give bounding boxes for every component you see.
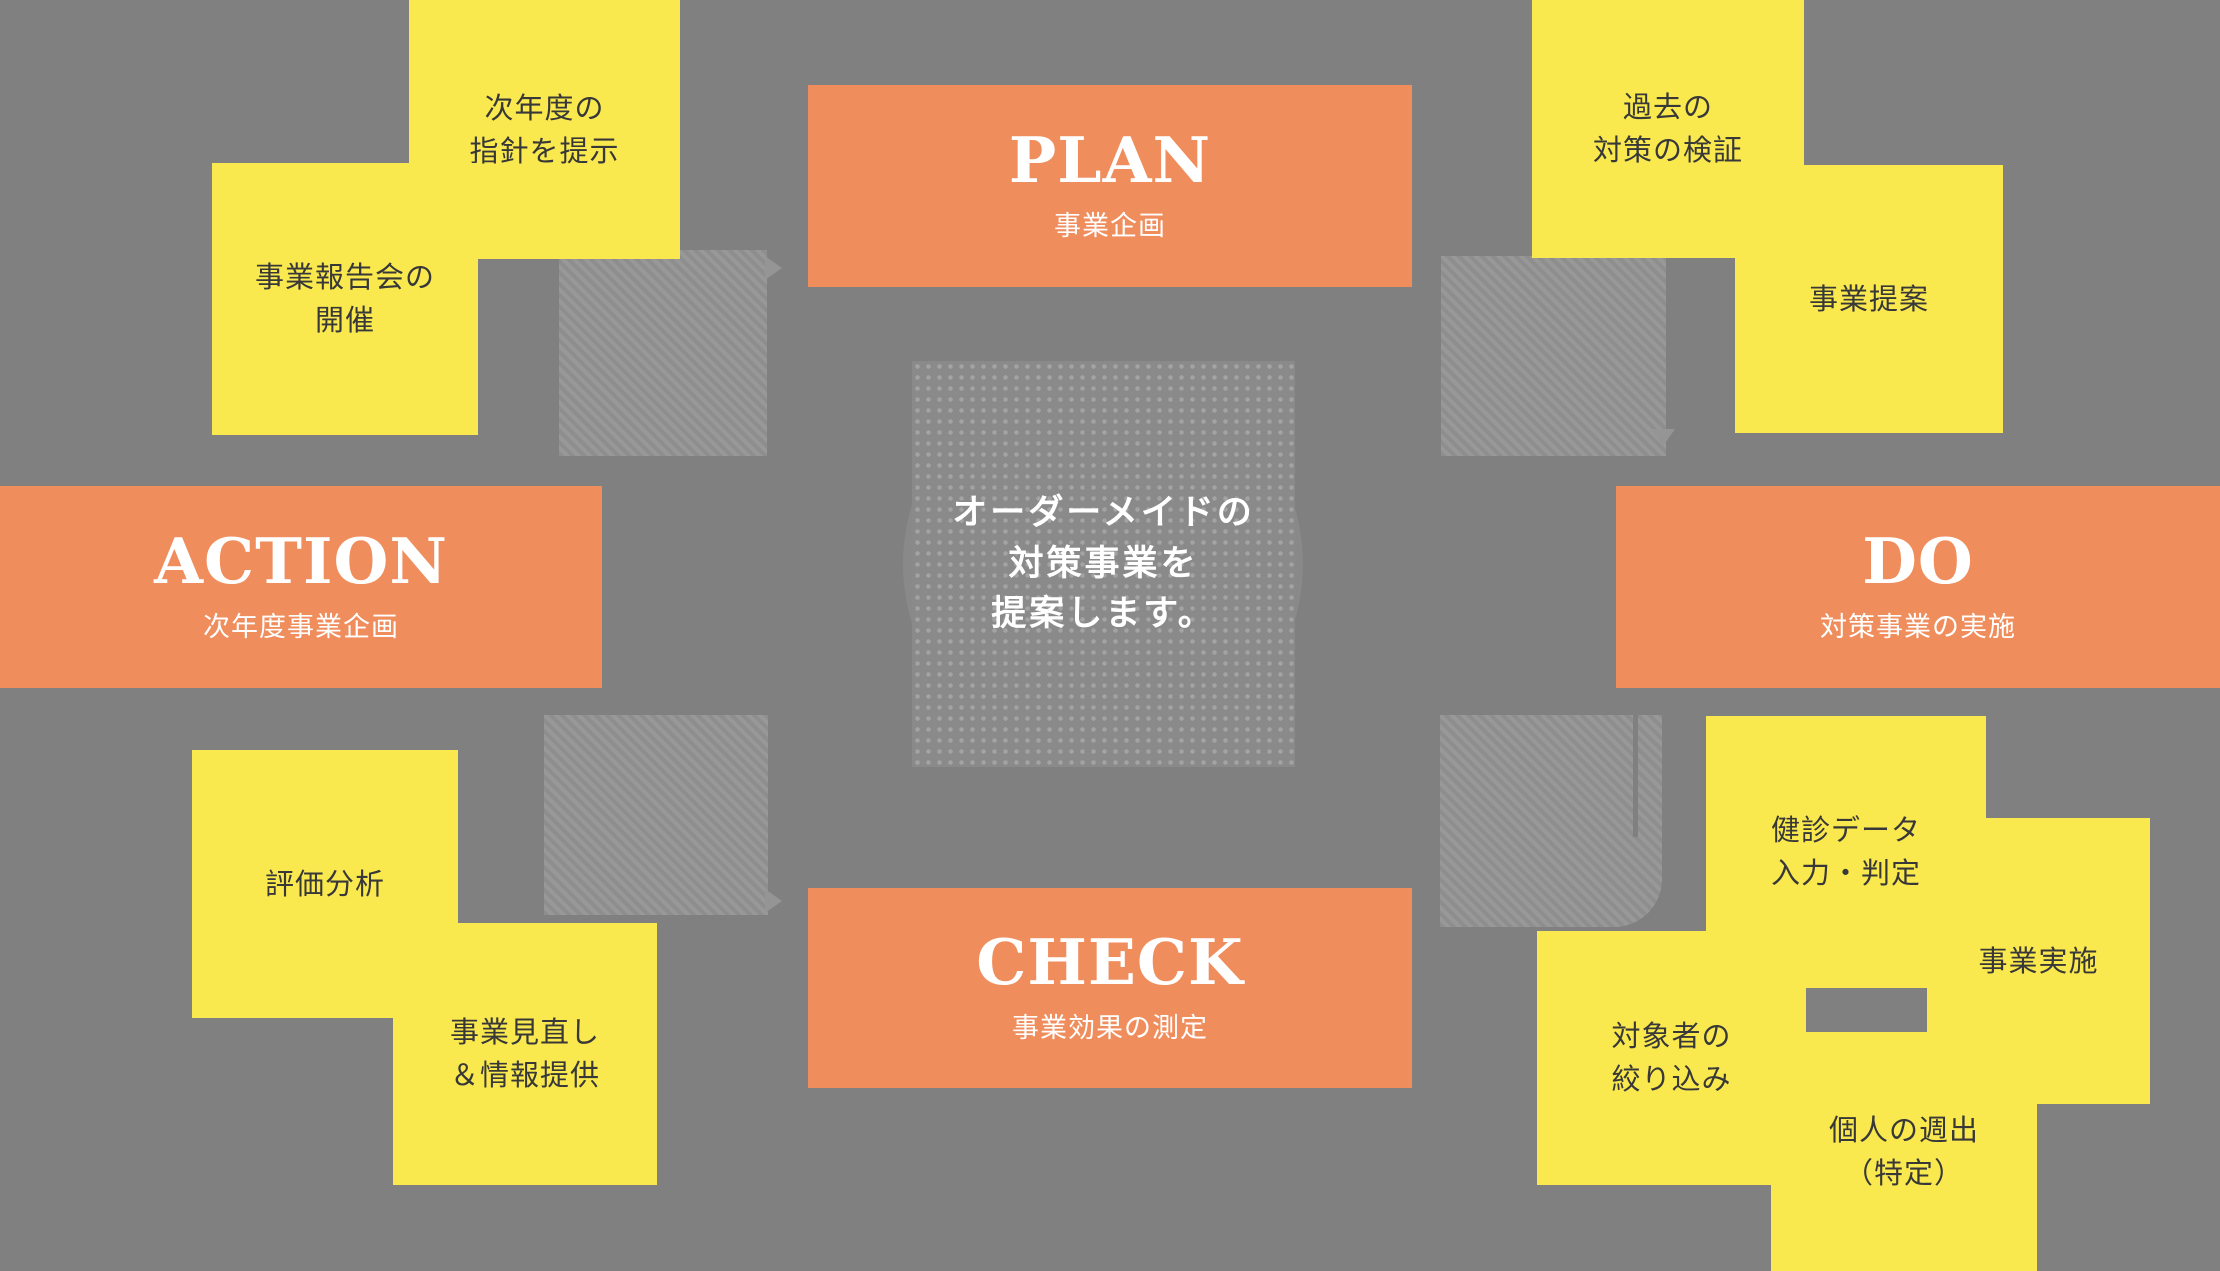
center-message-line: オーダーメイドの [952,492,1255,533]
note-line: 事業実施 [1978,943,2099,978]
stage-plan-sublabel: 事業企画 [1054,211,1166,242]
center-message: オーダーメイドの 対策事業を 提案します。 [952,488,1255,640]
arrow-slit-decoration [1633,715,1638,837]
note-line: 事業提案 [1808,281,1929,316]
striped-arrow-top-left-icon [559,250,782,456]
stage-plan-label: PLAN [1008,123,1212,197]
note-target-narrowing: 対象者の 絞り込み [1537,931,1806,1185]
arrowhead-right-icon [765,256,782,280]
stage-plan: PLAN 事業企画 [808,85,1412,287]
stage-action-label: ACTION [154,524,448,598]
note-line: 指針を提示 [469,133,620,168]
center-message-line: 提案します。 [991,594,1216,635]
stage-do: DO 対策事業の実施 [1616,486,2220,688]
note-line: 個人の週出 [1828,1112,1979,1147]
striped-arrow-bottom-right-icon [1440,715,1662,927]
striped-arrow-bottom-left-icon [544,715,782,915]
note-line: 過去の [1622,90,1713,125]
arrowhead-down-icon [1651,429,1675,446]
stage-action: ACTION 次年度事業企画 [0,486,602,688]
note-line: 対象者の [1611,1019,1732,1054]
note-line: 開催 [314,303,375,337]
note-line: 健診データ [1770,813,1921,848]
note-line: 評価分析 [264,866,385,901]
striped-arrow-top-right-icon [1441,256,1675,456]
note-line: 次年度の [484,90,605,125]
center-dotted-panel: オーダーメイドの 対策事業を 提案します。 [912,361,1295,767]
note-line: 事業見直し [449,1015,600,1050]
arrowhead-right-icon [765,889,782,913]
note-review-and-info: 事業見直し ＆情報提供 [393,923,657,1185]
stage-do-label: DO [1862,524,1974,598]
note-line: （特定） [1843,1155,1964,1190]
note-line: 絞り込み [1611,1062,1732,1096]
stage-check: CHECK 事業効果の測定 [808,888,1412,1088]
center-message-line: 対策事業を [1008,543,1199,584]
note-report-meeting: 事業報告会の 開催 [212,163,478,435]
note-individual-identification: 個人の週出 （特定） [1771,1032,2037,1271]
stage-check-sublabel: 事業効果の測定 [1012,1013,1208,1044]
stage-do-sublabel: 対策事業の実施 [1820,612,2016,643]
stage-check-label: CHECK [976,925,1244,999]
note-line: 事業報告会の [254,260,435,295]
note-business-proposal: 事業提案 [1735,165,2003,433]
note-line: 入力・判定 [1770,856,1921,890]
note-line: ＆情報提供 [449,1058,600,1092]
stage-action-sublabel: 次年度事業企画 [203,612,399,643]
note-line: 対策の検証 [1592,133,1743,167]
